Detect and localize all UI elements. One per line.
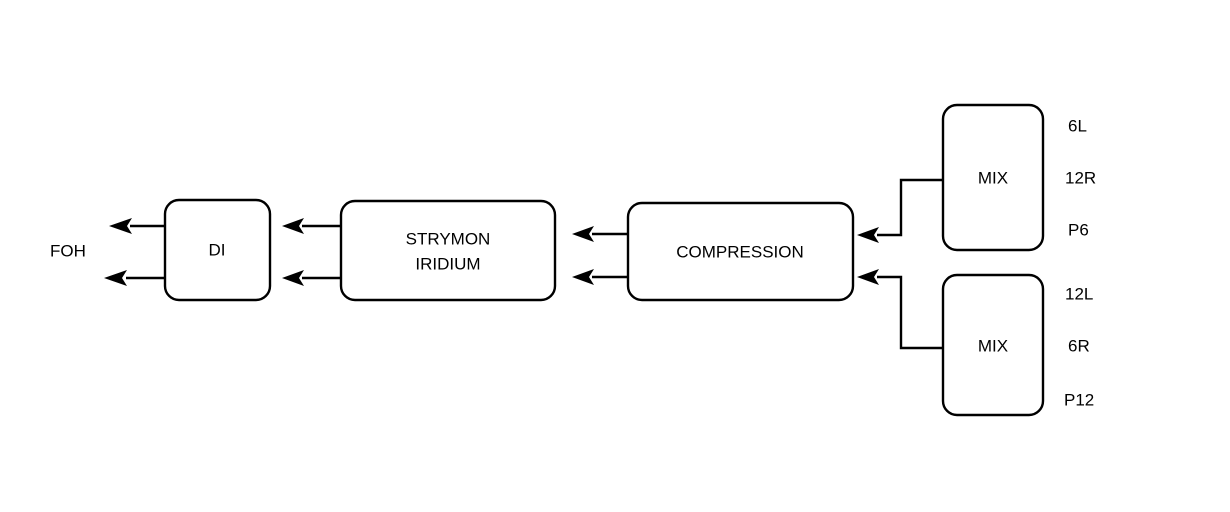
arrowhead-strymon-to-di-bottom: [282, 270, 304, 286]
label-foh-output: FOH: [50, 241, 86, 260]
box-mix-top[interactable]: [941, 103, 1045, 252]
box-strymon-iridium[interactable]: [339, 199, 557, 302]
arrowhead-strymon-to-di-top: [282, 218, 304, 234]
box-mix-bottom-label: MIX: [978, 336, 1008, 355]
arrowhead-compression-to-strymon-bottom: [572, 269, 594, 285]
port-label-mix-bottom-2: 6R: [1068, 336, 1090, 355]
arrowhead-mix-top-to-compression: [857, 227, 879, 243]
arrowhead-compression-to-strymon-top: [572, 226, 594, 242]
box-di[interactable]: [163, 198, 272, 302]
box-di-label: DI: [209, 240, 226, 259]
box-compression-label: COMPRESSION: [676, 242, 804, 261]
port-label-mix-top-2: 12R: [1065, 168, 1096, 187]
box-strymon-label-line2: IRIDIUM: [415, 254, 480, 273]
connector-mix-bottom-to-compression: [877, 275, 943, 350]
box-strymon-label-line1: STRYMON: [406, 229, 491, 248]
arrowhead-mix-bottom-to-compression: [857, 269, 879, 285]
arrowhead-di-to-foh-top: [109, 218, 132, 234]
port-label-mix-top-3: P6: [1068, 220, 1089, 239]
box-mix-top-label: MIX: [978, 168, 1008, 187]
port-label-mix-bottom-3: P12: [1064, 390, 1094, 409]
port-label-mix-bottom-1: 12L: [1065, 284, 1093, 303]
port-label-mix-top-1: 6L: [1068, 116, 1087, 135]
box-mix-bottom[interactable]: [941, 273, 1045, 417]
arrowhead-di-to-foh-bottom: [104, 270, 127, 286]
box-compression[interactable]: [626, 201, 855, 302]
connector-mix-top-to-compression: [877, 178, 943, 237]
